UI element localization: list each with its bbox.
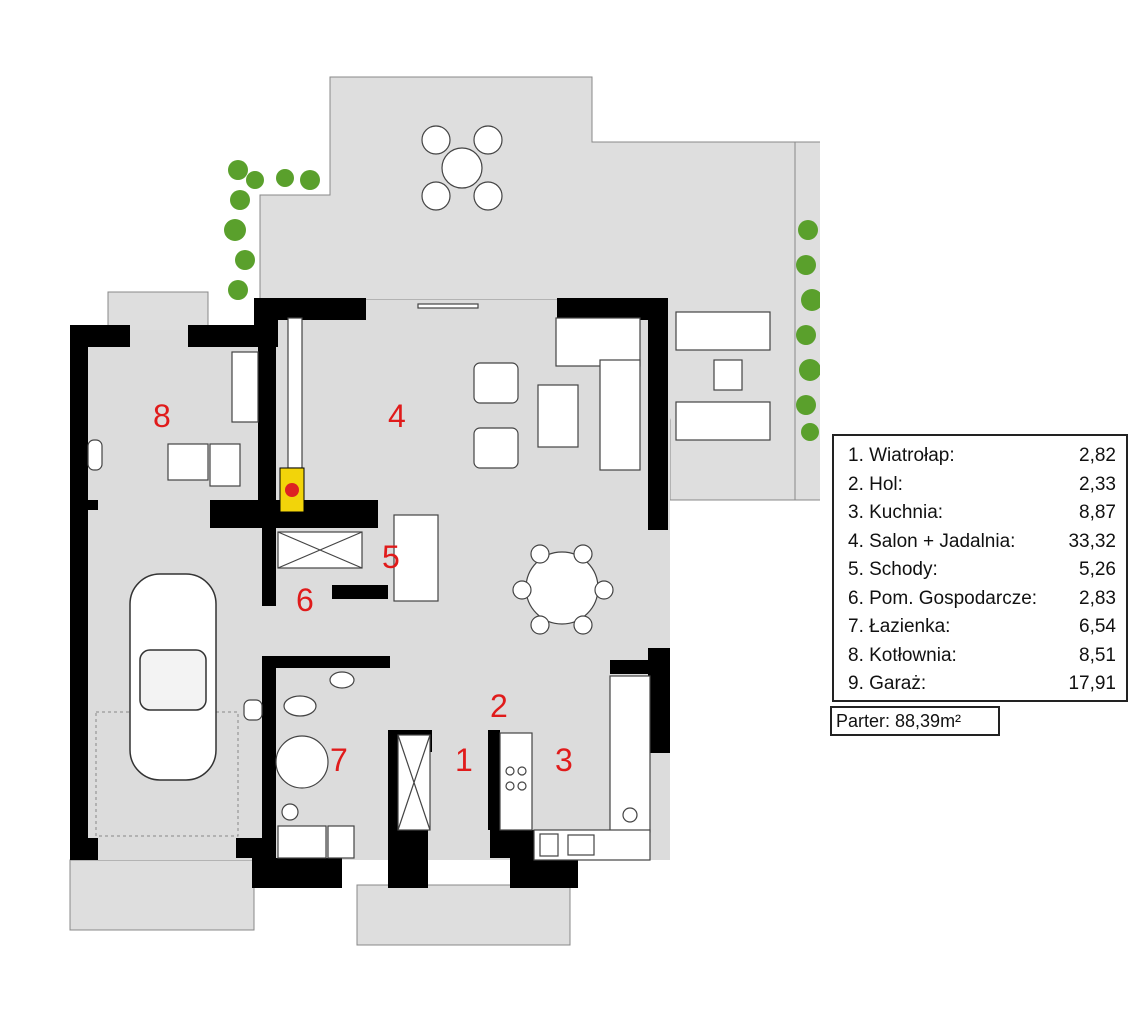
- legend-row: 2. Hol: 2,33: [848, 471, 1126, 500]
- legend-row: 9. Garaż: 17,91: [848, 670, 1126, 699]
- room-number-6: 6: [296, 582, 314, 618]
- room-number-7: 7: [330, 742, 348, 778]
- room-numbers: 1 2 3 4 5 6 7 8: [153, 398, 573, 778]
- plants-right: [796, 220, 820, 441]
- legend-room-name: 9. Garaż:: [848, 673, 927, 694]
- bathroom-fixtures: [243, 671, 355, 859]
- room-number-2: 2: [490, 688, 508, 724]
- living-furniture: [287, 303, 641, 635]
- legend-row: 3. Kuchnia: 8,87: [848, 499, 1126, 528]
- legend-row: 6. Pom. Gospodarcze: 2,83: [848, 585, 1126, 614]
- floor-plan: 1 2 3 4 5 6 7 8: [69, 76, 820, 946]
- legend-room-area: 8,51: [1079, 644, 1116, 666]
- legend-room-area: 2,83: [1079, 587, 1116, 609]
- kitchen-counters: [499, 675, 651, 861]
- total-area: Parter: 88,39m²: [830, 706, 1000, 736]
- legend-row: 8. Kotłownia: 8,51: [848, 642, 1126, 671]
- legend-room-area: 8,87: [1079, 502, 1116, 523]
- terrace-table: [421, 125, 503, 211]
- fireplace-icon: [279, 467, 305, 513]
- legend-room-area: 5,26: [1079, 559, 1116, 580]
- legend-room-area: 33,32: [1068, 530, 1116, 552]
- room-number-1: 1: [455, 742, 473, 778]
- legend-row: 4. Salon + Jadalnia: 33,32: [848, 528, 1126, 557]
- legend-room-name: 4. Salon + Jadalnia:: [848, 530, 1016, 552]
- legend-room-area: 2,33: [1079, 473, 1116, 495]
- legend-row: 5. Schody: 5,26: [848, 556, 1126, 585]
- plants-left: [224, 160, 320, 300]
- room-legend: 1. Wiatrołap: 2,82 2. Hol: 2,33 3. Kuchnia…: [832, 434, 1128, 702]
- parking-outline: [95, 711, 239, 837]
- boiler-room-furniture: [87, 351, 259, 487]
- legend-room-name: 2. Hol:: [848, 473, 903, 495]
- legend-row: 1. Wiatrołap: 2,82: [848, 442, 1126, 471]
- legend-room-name: 5. Schody:: [848, 559, 938, 580]
- legend-room-area: 6,54: [1079, 616, 1116, 637]
- room-number-3: 3: [555, 742, 573, 778]
- room-number-4: 4: [388, 398, 406, 434]
- room-number-8: 8: [153, 398, 171, 434]
- legend-room-area: 17,91: [1068, 673, 1116, 694]
- sun-loungers: [675, 311, 771, 441]
- legend-row: 7. Łazienka: 6,54: [848, 613, 1126, 642]
- legend-room-name: 7. Łazienka:: [848, 616, 951, 637]
- legend-room-name: 1. Wiatrołap:: [848, 445, 955, 466]
- car-icon: [129, 573, 217, 781]
- legend-room-area: 2,82: [1079, 445, 1116, 466]
- legend-room-name: 3. Kuchnia:: [848, 502, 944, 523]
- stairs: [277, 514, 439, 831]
- legend-room-name: 6. Pom. Gospodarcze:: [848, 587, 1038, 609]
- legend-room-name: 8. Kotłownia:: [848, 644, 957, 666]
- walls: [70, 298, 670, 888]
- room-number-5: 5: [382, 539, 400, 575]
